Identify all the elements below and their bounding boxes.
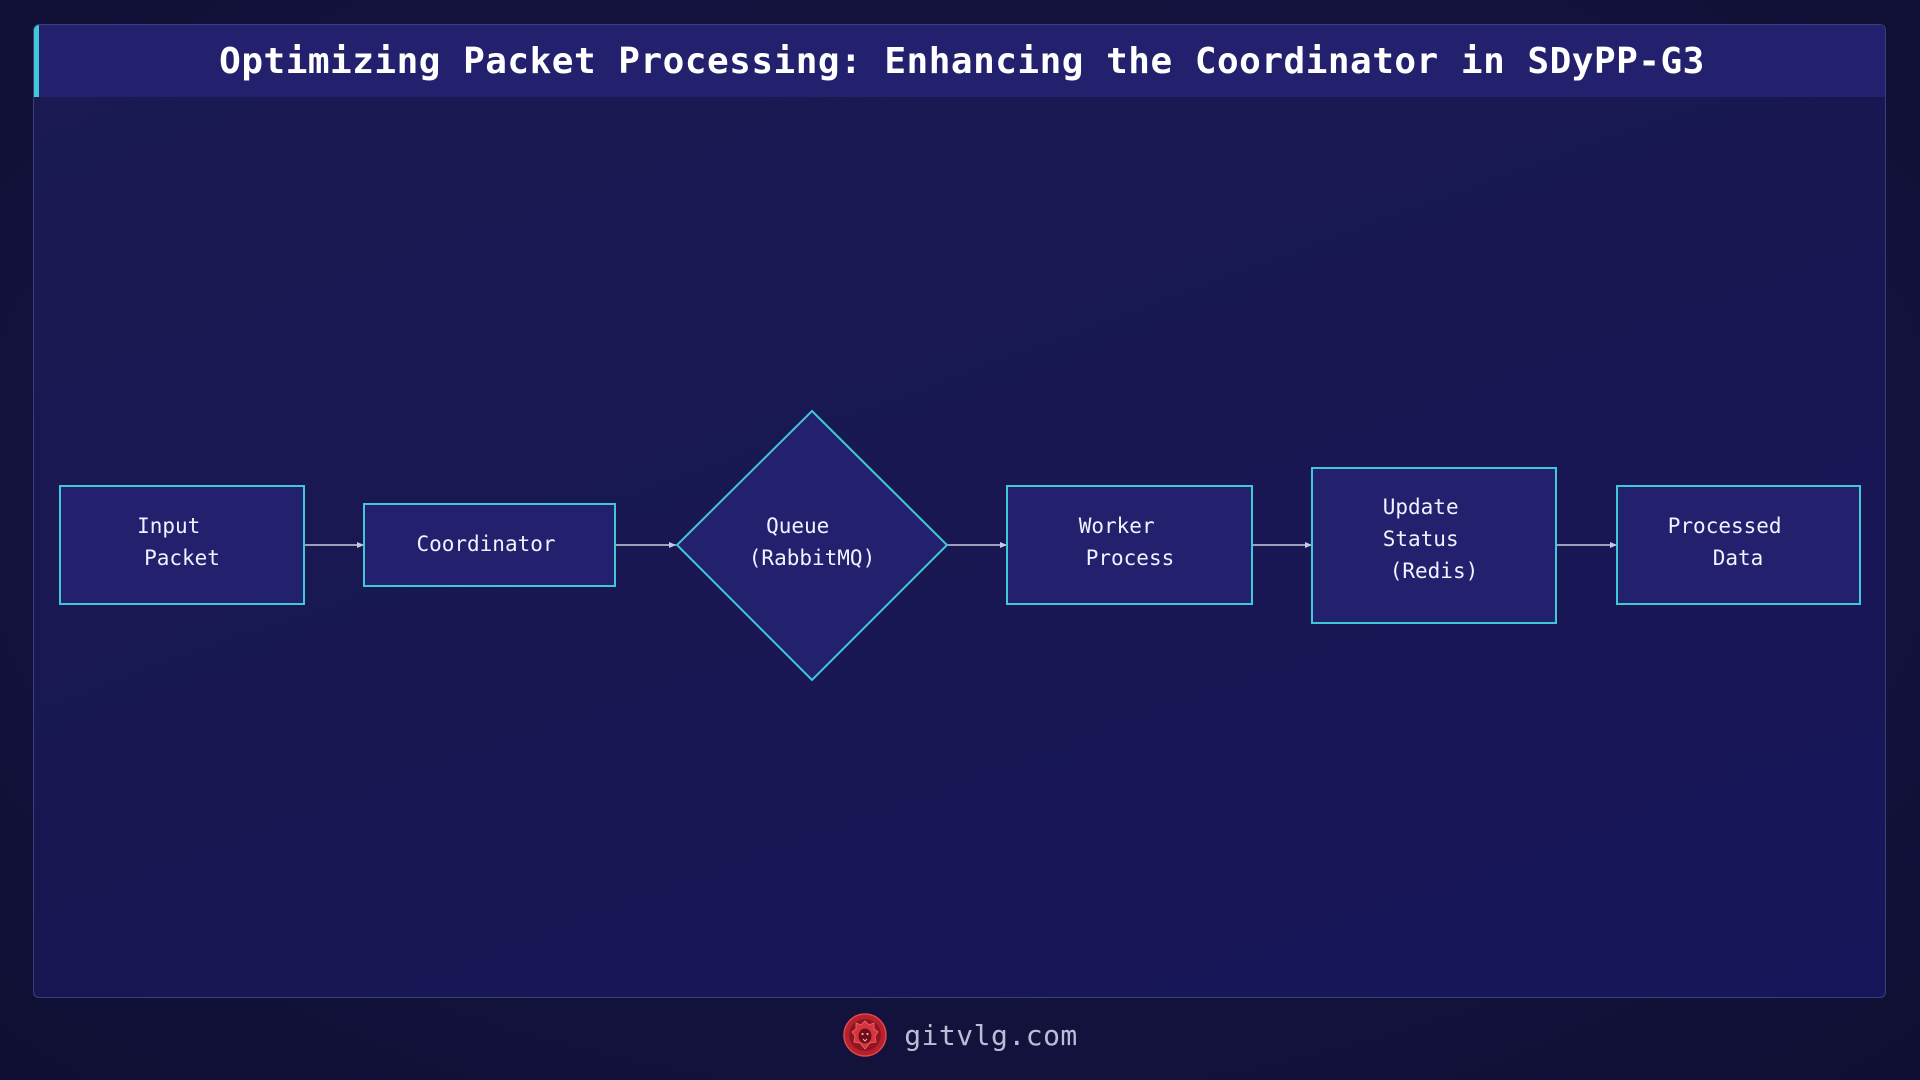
node-label-line: Update — [1383, 495, 1459, 519]
title-bar: Optimizing Packet Processing: Enhancing … — [34, 25, 1885, 97]
node-label-line: (RabbitMQ) — [749, 546, 875, 570]
node-processed-data: Processed Data — [1616, 485, 1861, 605]
node-coordinator: Coordinator — [363, 503, 616, 587]
node-label-line: Status — [1383, 527, 1459, 551]
node-label-line: Processed — [1668, 514, 1782, 538]
node-queue-rabbitmq: Queue (RabbitMQ) — [675, 409, 949, 682]
svg-text:Queue (RabbitMQ): Queue (RabbitMQ) — [749, 514, 875, 570]
page-title: Optimizing Packet Processing: Enhancing … — [219, 40, 1705, 82]
svg-text:Update Status (Red: Update Status (Redis) — [1383, 495, 1479, 583]
node-label-line: Process — [1086, 546, 1175, 570]
node-label-line: Coordinator — [416, 532, 555, 556]
node-input-packet: Input Packet — [59, 485, 305, 605]
svg-text:Input Packet: Input Packet — [137, 514, 220, 570]
footer-site-link[interactable]: gitvlg.com — [904, 1018, 1078, 1052]
node-label-line: Data — [1713, 546, 1764, 570]
footer: gitvlg.com — [0, 1010, 1920, 1060]
node-label-line: Queue — [766, 514, 829, 538]
node-worker-process: Worker Process — [1006, 485, 1253, 605]
node-label-line: Packet — [144, 546, 220, 570]
svg-text:Worker Process: Worker Process — [1079, 514, 1175, 570]
svg-text:Coordinator: Coordinator — [416, 532, 555, 556]
node-label-line: (Redis) — [1390, 559, 1479, 583]
node-label-line: Worker — [1079, 514, 1155, 538]
svg-text:Processed Data: Processed Data — [1668, 514, 1794, 570]
node-label-line: Input — [137, 514, 200, 538]
diagram-panel: Optimizing Packet Processing: Enhancing … — [33, 24, 1886, 998]
node-update-status-redis: Update Status (Redis) — [1311, 467, 1557, 624]
lion-logo-icon — [843, 1013, 887, 1057]
